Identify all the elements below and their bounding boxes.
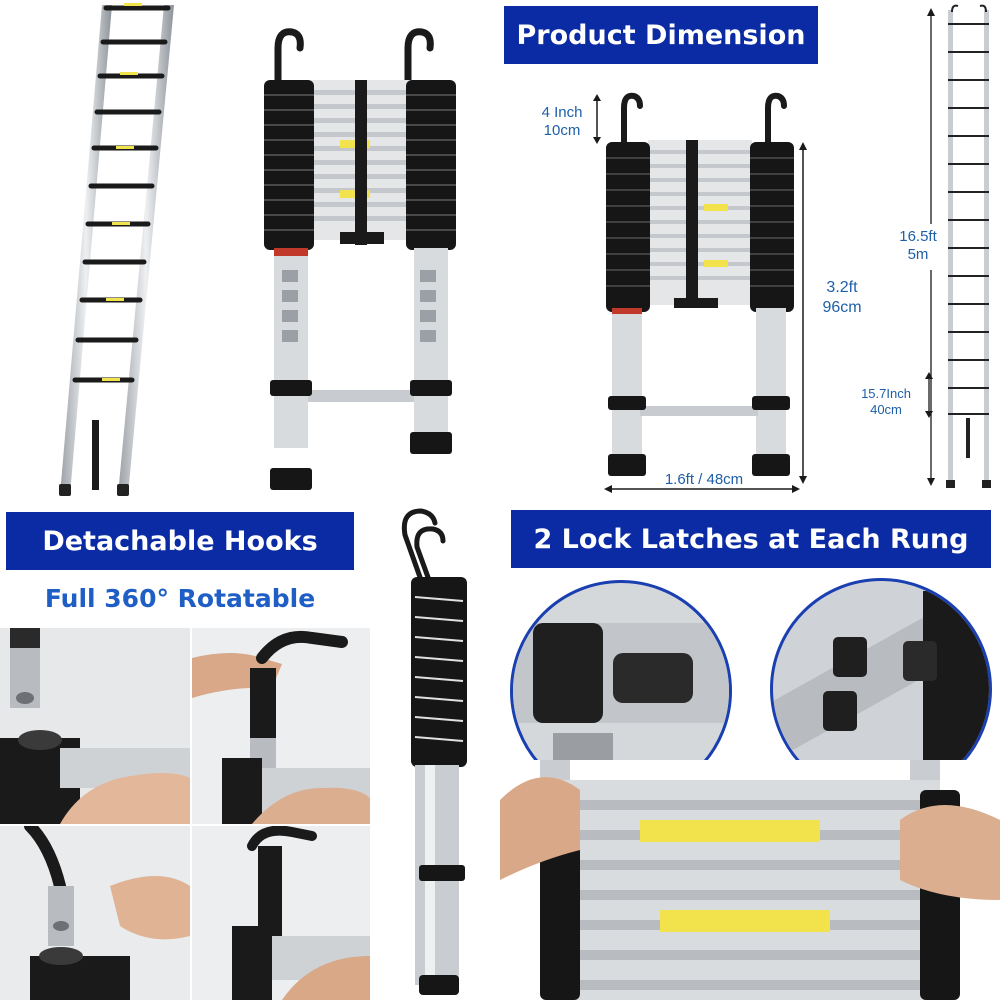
extended-height-metric: 5m xyxy=(907,246,929,263)
dimension-ladder-image xyxy=(600,90,796,485)
width-label: 1.6ft / 48cm xyxy=(664,471,744,488)
extended-height-label: 16.5ft 5m xyxy=(886,228,950,264)
rung-spacing-label: 15.7Inch 40cm xyxy=(850,386,922,418)
folded-ladder-with-hooks-image xyxy=(250,20,480,500)
lock-latches-title: 2 Lock Latches at Each Rung xyxy=(533,523,969,555)
detachable-hooks-banner: Detachable Hooks xyxy=(6,512,354,570)
hook-photo-rotate-2 xyxy=(192,826,370,1000)
hook-height-metric: 10cm xyxy=(543,122,581,139)
rung-spacing-imperial: 15.7Inch xyxy=(861,386,911,401)
hook-photo-attached xyxy=(192,628,370,824)
hook-height-label: 4 Inch 10cm xyxy=(530,104,594,140)
dimension-extended-ladder-image xyxy=(942,4,996,490)
folded-height-imperial: 3.2ft xyxy=(826,279,858,296)
rung-spacing-metric: 40cm xyxy=(870,402,902,417)
hook-height-imperial: 4 Inch xyxy=(541,104,583,121)
hook-photo-rotate-1 xyxy=(0,826,190,1000)
rotatable-subtitle: Full 360° Rotatable xyxy=(44,584,316,613)
rung-spacing-arrow xyxy=(925,372,933,418)
product-dimension-title: Product Dimension xyxy=(516,19,806,51)
folded-height-label: 3.2ft 96cm xyxy=(812,278,872,318)
latch-ladder-hands-image xyxy=(500,760,1000,1000)
detachable-hooks-title: Detachable Hooks xyxy=(42,525,318,557)
hook-height-arrow xyxy=(593,94,601,144)
width-arrow xyxy=(604,485,800,493)
lock-latches-banner: 2 Lock Latches at Each Rung xyxy=(511,510,991,568)
extended-ladder-image xyxy=(40,0,180,500)
folded-ladder-side-image xyxy=(385,505,500,1000)
folded-height-arrow xyxy=(799,142,807,484)
extended-height-imperial: 16.5ft xyxy=(899,228,937,245)
product-dimension-banner: Product Dimension xyxy=(504,6,818,64)
hook-photo-insert xyxy=(0,628,190,824)
folded-height-metric: 96cm xyxy=(822,299,862,316)
